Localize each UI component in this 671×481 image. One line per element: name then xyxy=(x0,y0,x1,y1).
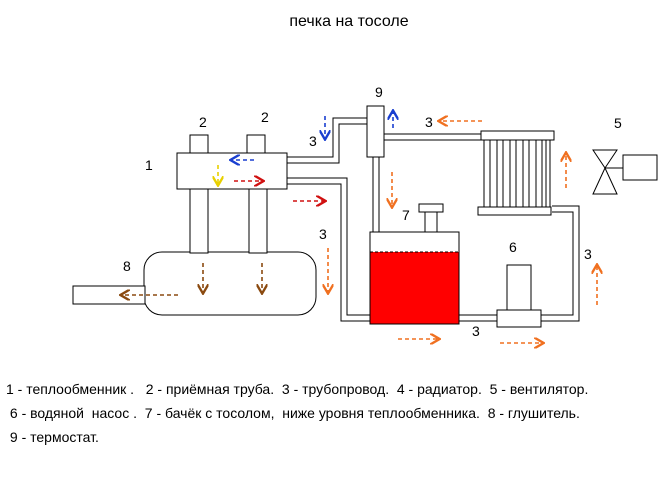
tank-cap xyxy=(418,203,444,213)
label-heat-exchanger: 1 xyxy=(145,157,153,173)
coolant-tank xyxy=(369,203,460,325)
legend-line-3: 9 - термостат. xyxy=(6,429,99,445)
radiator xyxy=(477,130,555,216)
label-tank: 7 xyxy=(402,207,410,223)
label-pump: 6 xyxy=(509,239,517,255)
legend-line-1: 1 - теплообменник . 2 - приёмная труба. … xyxy=(6,381,589,397)
fan xyxy=(592,149,658,195)
intake-pipes xyxy=(189,188,268,254)
label-pipe-middle: 3 xyxy=(319,226,327,242)
thermostat xyxy=(366,105,385,158)
muffler xyxy=(72,251,317,316)
label-pipe-right: 3 xyxy=(584,246,592,262)
label-fan: 5 xyxy=(614,115,622,131)
flow-arrows xyxy=(122,112,597,343)
diagram-title: печка на тосоле xyxy=(289,13,408,30)
label-intake-pipe-left: 2 xyxy=(199,114,207,130)
fan-blade-icon xyxy=(592,149,618,169)
label-pipe-bottom: 3 xyxy=(472,323,480,339)
label-muffler: 8 xyxy=(123,258,131,274)
fan-motor xyxy=(622,154,658,181)
intake-pipe-top-right xyxy=(246,134,266,154)
pipelines xyxy=(287,117,580,322)
label-thermostat: 9 xyxy=(375,84,383,100)
legend-line-2: 6 - водяной насос . 7 - бачёк с тосолом,… xyxy=(6,405,580,421)
water-pump xyxy=(496,264,542,328)
label-pipe-radiator: 3 xyxy=(425,114,433,130)
tank-neck xyxy=(424,210,438,233)
heat-exchanger xyxy=(176,134,288,190)
intake-pipe-top-left xyxy=(189,134,209,154)
coolant-fill xyxy=(370,252,459,324)
label-intake-pipe-right: 2 xyxy=(261,109,269,125)
label-pipe-top: 3 xyxy=(309,133,317,149)
